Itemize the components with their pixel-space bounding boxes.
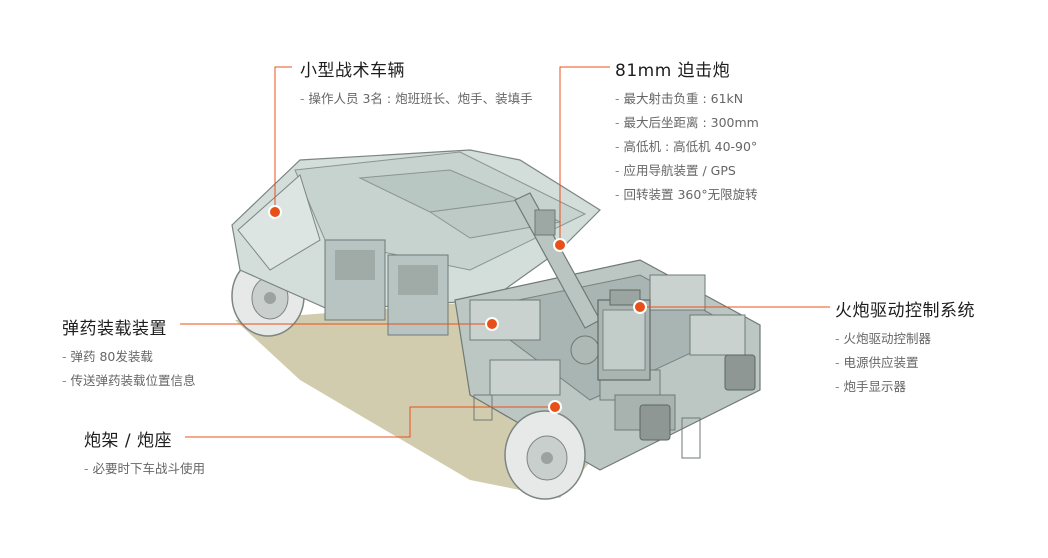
marker-firecontrol	[633, 300, 647, 314]
callout-vehicle-title: 小型战术车辆	[300, 61, 405, 81]
callout-mortar-list: 最大射击负重 : 61kN 最大后坐距离 : 300mm 高低机 : 高低机 4…	[615, 87, 759, 207]
list-item: 操作人员 3名 : 炮班班长、炮手、装填手	[300, 87, 532, 111]
callout-mortar: 81mm 迫击炮 最大射击负重 : 61kN 最大后坐距离 : 300mm 高低…	[615, 56, 759, 207]
list-item: 最大后坐距离 : 300mm	[615, 111, 758, 135]
callout-firecontrol-list: 火炮驱动控制器 电源供应装置 炮手显示器	[835, 327, 975, 399]
list-item: 传送弹药装载位置信息	[62, 369, 195, 393]
marker-mount	[548, 400, 562, 414]
leader-vehicle	[274, 66, 292, 212]
callout-vehicle-list: 操作人员 3名 : 炮班班长、炮手、装填手	[300, 87, 532, 111]
markers	[268, 205, 647, 414]
callout-ammo-title: 弹药装载装置	[62, 319, 167, 339]
callout-vehicle: 小型战术车辆 操作人员 3名 : 炮班班长、炮手、装填手	[300, 56, 533, 111]
marker-vehicle	[268, 205, 282, 219]
callout-ammo-list: 弹药 80发装载 传送弹药装载位置信息	[62, 345, 196, 393]
leader-lines	[180, 66, 830, 438]
callout-mount: 炮架 / 炮座 必要时下车战斗使用	[84, 426, 205, 481]
callout-ammo: 弹药装载装置 弹药 80发装载 传送弹药装载位置信息	[62, 314, 196, 393]
list-item: 火炮驱动控制器	[835, 327, 975, 351]
marker-mortar	[553, 238, 567, 252]
list-item: 弹药 80发装载	[62, 345, 196, 369]
list-item: 应用导航装置 / GPS	[615, 159, 759, 183]
list-item: 炮手显示器	[835, 375, 975, 399]
callout-mount-list: 必要时下车战斗使用	[84, 457, 205, 481]
callout-mount-title: 炮架 / 炮座	[84, 431, 173, 451]
callout-firecontrol: 火炮驱动控制系统 火炮驱动控制器 电源供应装置 炮手显示器	[835, 296, 975, 399]
list-item: 电源供应装置	[835, 351, 975, 375]
list-item: 必要时下车战斗使用	[84, 457, 205, 481]
callout-firecontrol-title: 火炮驱动控制系统	[835, 301, 975, 321]
front-wheel	[504, 410, 586, 500]
list-item: 最大射击负重 : 61kN	[615, 87, 759, 111]
leader-mount	[185, 406, 555, 438]
callout-mortar-title: 81mm 迫击炮	[615, 61, 731, 81]
marker-ammo	[485, 317, 499, 331]
list-item: 高低机 : 高低机 40-90°	[615, 135, 759, 159]
list-item: 回转装置 360°无限旋转	[615, 183, 759, 207]
leader-mortar	[559, 66, 610, 245]
cab-body	[231, 149, 601, 336]
